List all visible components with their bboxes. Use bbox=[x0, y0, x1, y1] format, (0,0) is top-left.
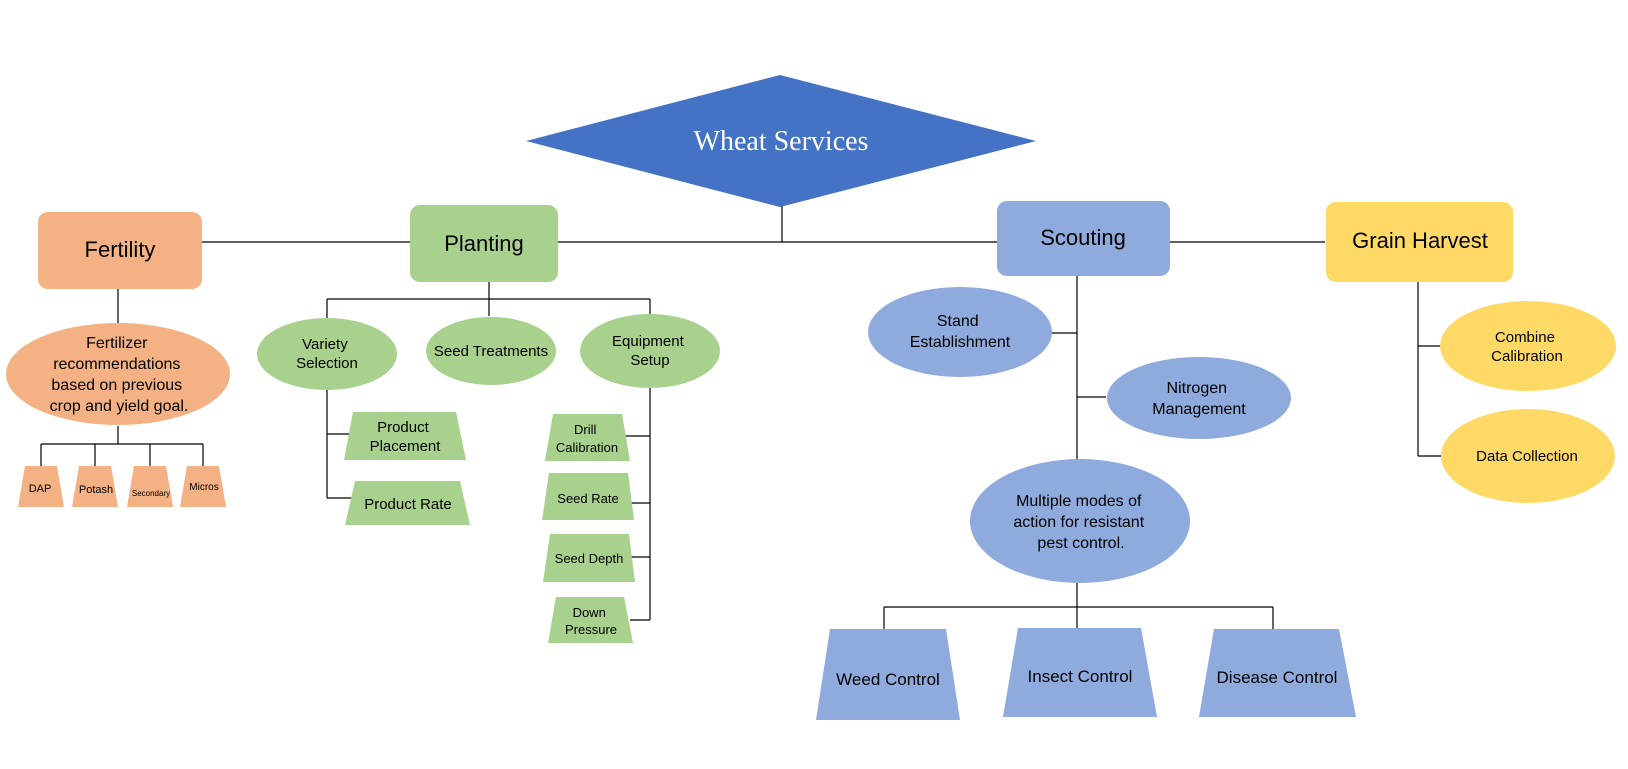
pest-control-line: pest control. bbox=[1037, 535, 1124, 552]
scouting-branch: Scouting Stand Establishment Nitrogen Ma… bbox=[816, 201, 1356, 720]
stand-establishment-label: Stand Establishment bbox=[910, 313, 1011, 351]
grain-harvest-box bbox=[1326, 202, 1513, 282]
nitrogen-management-line: Nitrogen bbox=[1167, 380, 1227, 397]
equipment-setup-ellipse bbox=[580, 314, 720, 388]
scouting-box bbox=[997, 201, 1170, 276]
seed-rate-trapezoid bbox=[542, 473, 634, 520]
down-pressure-line: Down bbox=[573, 605, 606, 620]
product-placement-label: Product Placement bbox=[370, 419, 442, 455]
harvest-branch: Grain Harvest Combine Calibration Data C… bbox=[1326, 202, 1616, 503]
pest-control-label: Multiple modes of action for resistant p… bbox=[1013, 493, 1148, 552]
variety-selection-label: Variety Selection bbox=[296, 336, 358, 372]
micros-label: Micros bbox=[189, 482, 218, 493]
micros-trapezoid bbox=[180, 466, 226, 507]
fertility-label: Fertility bbox=[85, 237, 156, 262]
title-diamond: Wheat Services bbox=[526, 75, 1036, 207]
variety-selection-line: Variety bbox=[302, 336, 348, 353]
equipment-setup-line: Setup bbox=[630, 352, 669, 369]
dap-label: DAP bbox=[29, 483, 52, 495]
drill-calibration-line: Calibration bbox=[556, 440, 618, 455]
disease-control-trapezoid bbox=[1199, 629, 1356, 717]
seed-depth-trapezoid bbox=[543, 534, 635, 582]
fertility-box bbox=[38, 212, 202, 289]
seed-treatments-label: Seed Treatments bbox=[434, 343, 548, 360]
insect-control-trapezoid bbox=[1003, 628, 1157, 717]
planting-branch: Planting Variety Selection Seed Treatmen… bbox=[257, 205, 720, 643]
stand-establishment-line: Stand bbox=[937, 313, 979, 330]
title-diamond-shape bbox=[526, 75, 1036, 207]
pest-control-line: Multiple modes of bbox=[1016, 493, 1142, 510]
down-pressure-label: Down Pressure bbox=[565, 605, 617, 637]
fertilizer-recommendations-line: recommendations bbox=[53, 356, 180, 373]
down-pressure-trapezoid bbox=[548, 597, 633, 643]
pest-control-ellipse bbox=[970, 459, 1190, 583]
potash-label: Potash bbox=[79, 484, 113, 496]
weed-control-trapezoid bbox=[816, 629, 960, 720]
combine-calibration-label: Combine Calibration bbox=[1491, 329, 1563, 365]
stand-establishment-line: Establishment bbox=[910, 334, 1011, 351]
weed-control-label: Weed Control bbox=[836, 670, 940, 689]
planting-box bbox=[410, 205, 558, 282]
variety-selection-line: Selection bbox=[296, 355, 358, 372]
fertilizer-recommendations-line: Fertilizer bbox=[86, 335, 148, 352]
dap-trapezoid bbox=[18, 466, 64, 507]
seed-rate-label: Seed Rate bbox=[557, 491, 618, 506]
diagram-title: Wheat Services bbox=[694, 126, 869, 157]
data-collection-label: Data Collection bbox=[1476, 448, 1578, 465]
product-rate-label: Product Rate bbox=[364, 496, 452, 513]
stand-establishment-ellipse bbox=[868, 287, 1052, 377]
combine-calibration-line: Calibration bbox=[1491, 348, 1563, 365]
secondary-trapezoid bbox=[127, 466, 173, 507]
fertilizer-recommendations-line: crop and yield goal. bbox=[50, 398, 189, 415]
equipment-setup-line: Equipment bbox=[612, 333, 685, 350]
insect-control-label: Insect Control bbox=[1028, 667, 1133, 686]
variety-selection-ellipse bbox=[257, 318, 397, 390]
disease-control-label: Disease Control bbox=[1217, 668, 1338, 687]
nitrogen-management-label: Nitrogen Management bbox=[1152, 380, 1246, 418]
drill-calibration-line: Drill bbox=[574, 422, 596, 437]
down-pressure-line: Pressure bbox=[565, 622, 617, 637]
drill-calibration-label: Drill Calibration bbox=[556, 422, 618, 455]
nitrogen-management-ellipse bbox=[1107, 357, 1291, 439]
pest-control-line: action for resistant bbox=[1013, 514, 1144, 531]
data-collection-ellipse bbox=[1441, 409, 1615, 503]
fertility-branch: Fertility Fertilizer recommendations bas… bbox=[6, 212, 230, 507]
connector-lines bbox=[40, 206, 1441, 629]
planting-label: Planting bbox=[444, 231, 524, 256]
product-placement-line: Placement bbox=[370, 438, 442, 455]
equipment-setup-label: Equipment Setup bbox=[612, 333, 688, 369]
nitrogen-management-line: Management bbox=[1152, 401, 1246, 418]
seed-treatments-ellipse bbox=[426, 317, 556, 385]
scouting-label: Scouting bbox=[1040, 225, 1126, 250]
secondary-label: Secondary bbox=[132, 489, 170, 498]
fertilizer-recommendations-label: Fertilizer recommendations based on prev… bbox=[50, 335, 189, 415]
potash-trapezoid bbox=[72, 466, 118, 507]
grain-harvest-label: Grain Harvest bbox=[1352, 228, 1488, 253]
combine-calibration-line: Combine bbox=[1495, 329, 1555, 346]
product-rate-trapezoid bbox=[345, 481, 470, 525]
product-placement-trapezoid bbox=[344, 412, 466, 460]
seed-depth-label: Seed Depth bbox=[555, 551, 624, 566]
fertilizer-recommendations-ellipse bbox=[6, 323, 230, 425]
fertilizer-recommendations-line: based on previous bbox=[51, 377, 182, 394]
drill-calibration-trapezoid bbox=[545, 414, 630, 461]
product-placement-line: Product bbox=[377, 419, 430, 436]
combine-calibration-ellipse bbox=[1440, 301, 1616, 391]
